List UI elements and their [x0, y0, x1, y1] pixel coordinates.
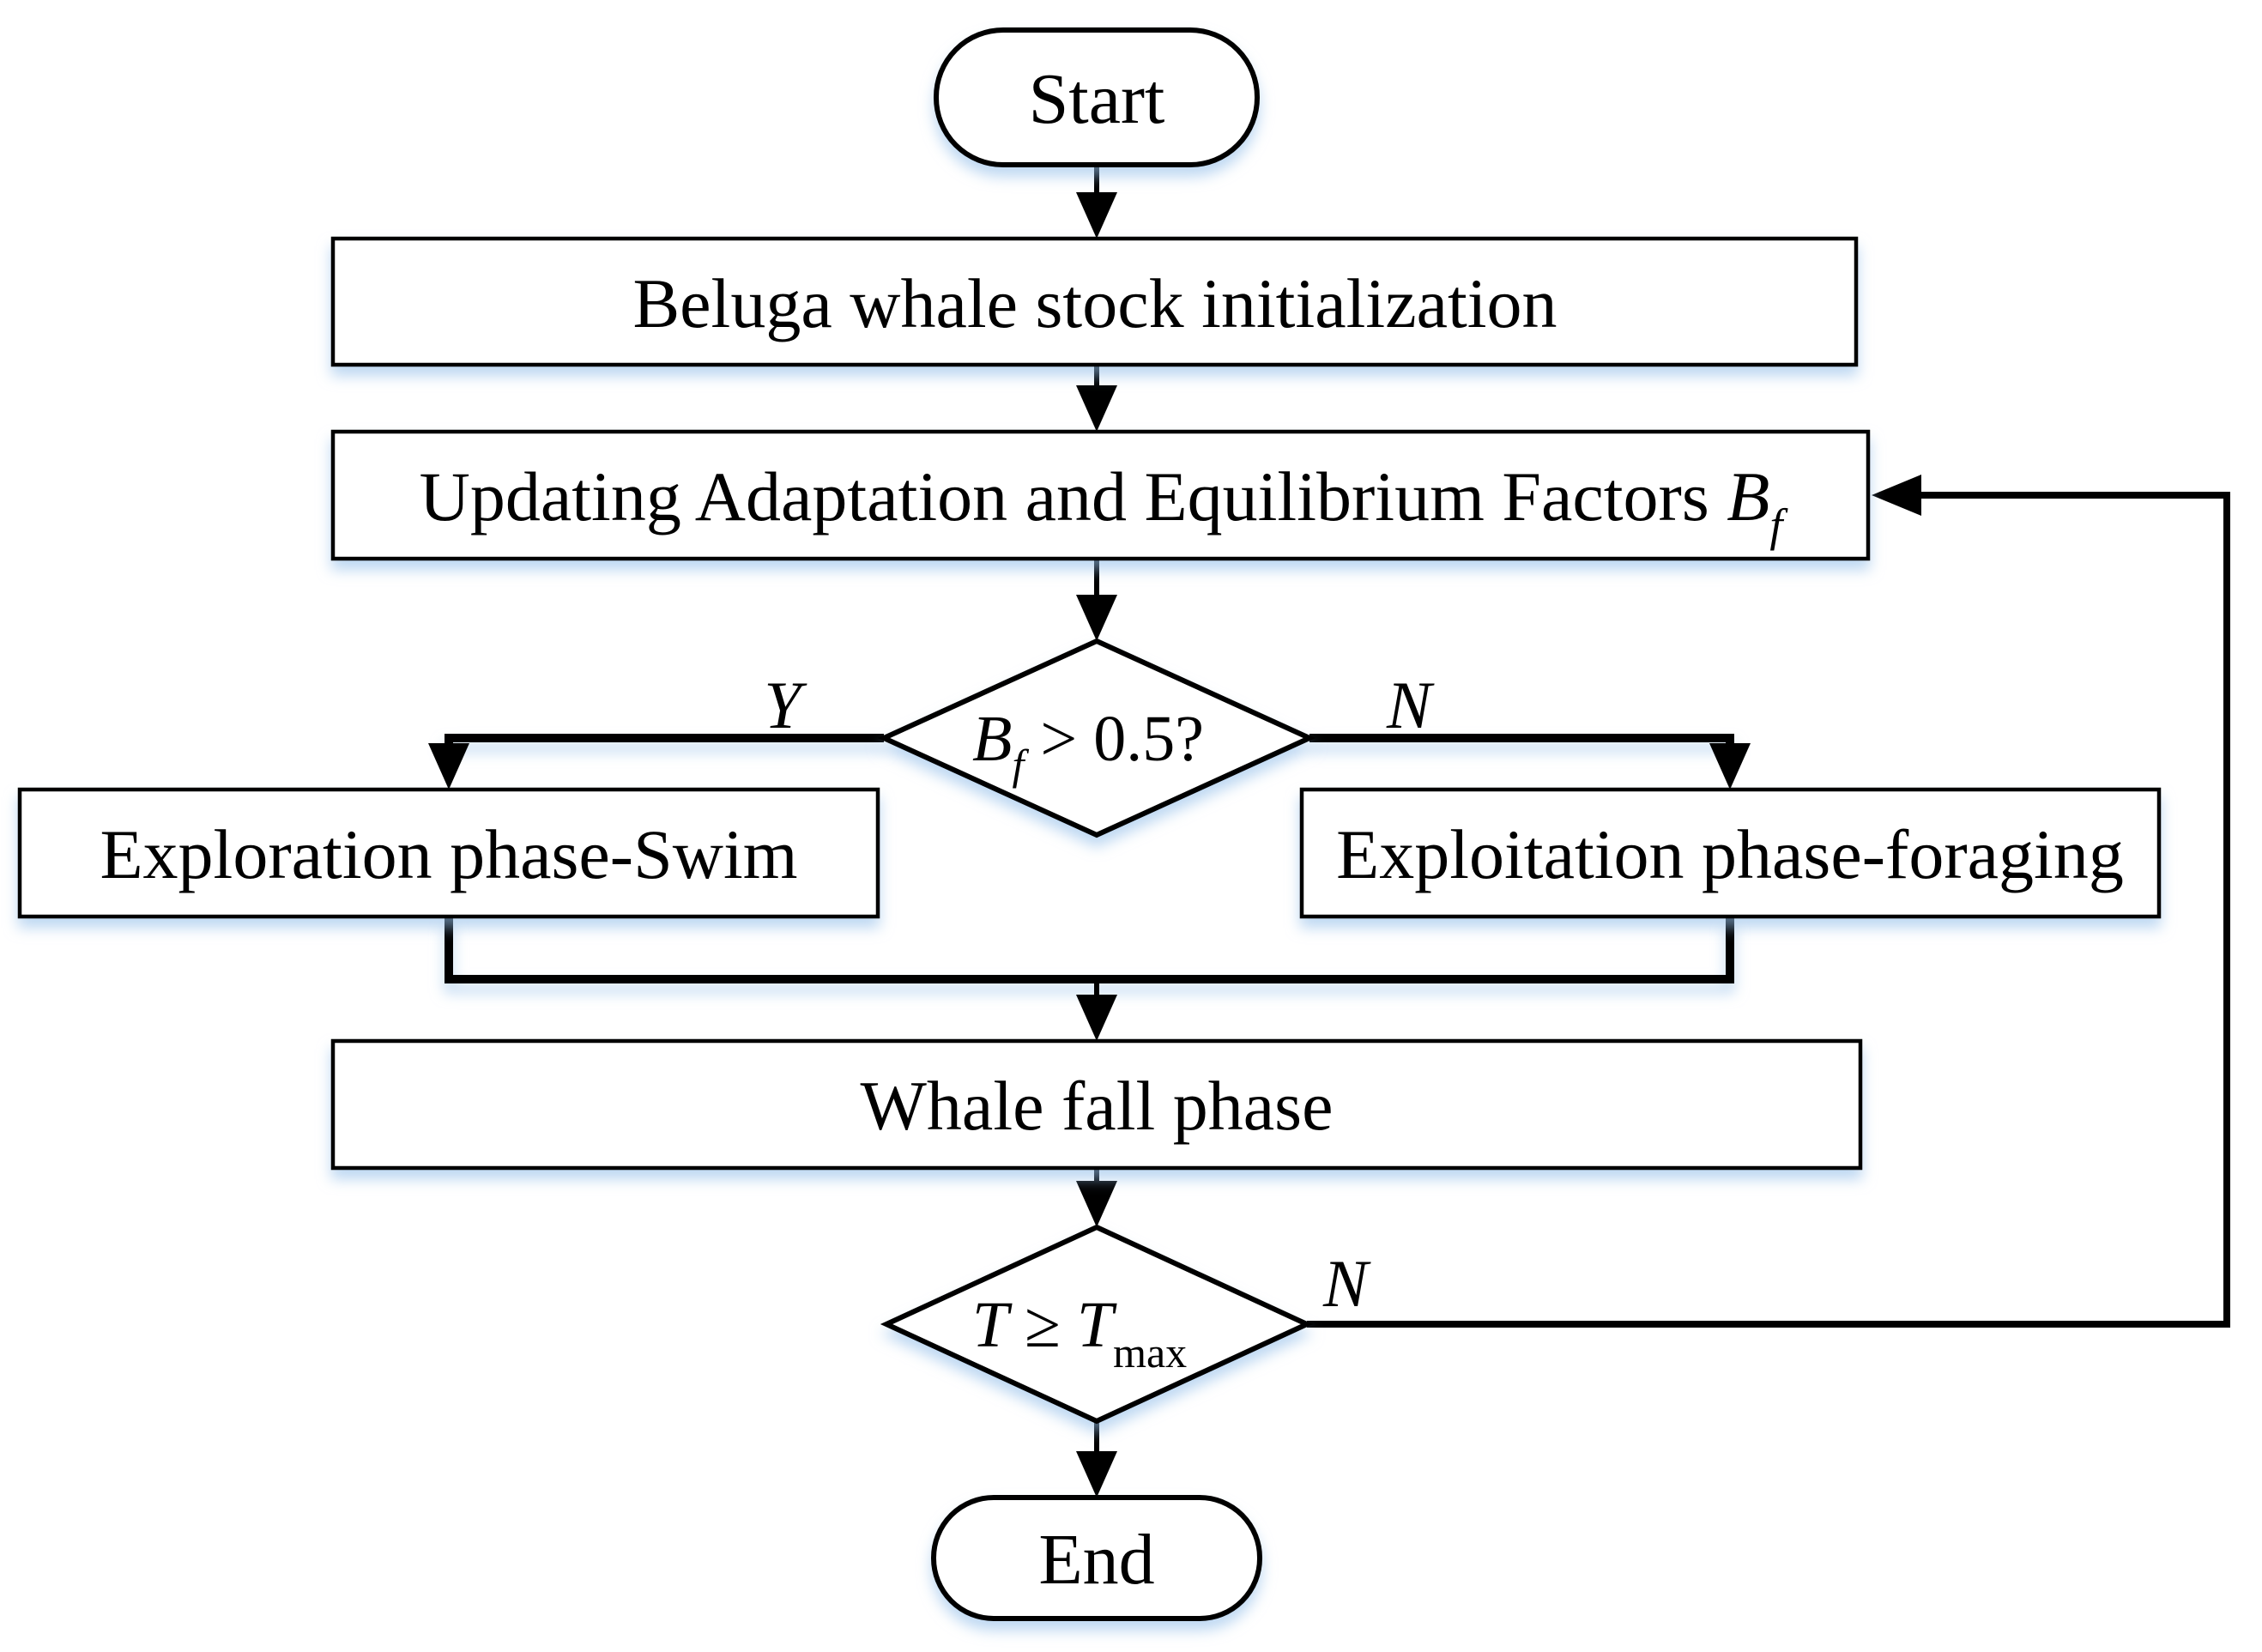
update-process-shape — [330, 429, 1871, 561]
edge-label-no-t: N — [1322, 1246, 1371, 1321]
decision-bf-diamond-shape — [877, 638, 1316, 838]
decision-bf-var: B — [972, 703, 1012, 775]
edge-merge-phases — [445, 917, 1734, 983]
node-update: Updating Adaptation and Equilibrium Fact… — [330, 429, 1871, 561]
node-exploration: Exploration phase-Swim — [17, 787, 880, 919]
start-terminator-shape — [934, 27, 1260, 167]
update-label: Updating Adaptation and Equilibrium Fact… — [420, 457, 1789, 551]
decision-t-operator: ≥ — [1008, 1289, 1077, 1361]
end-label: End — [1038, 1520, 1154, 1600]
edge-decision-bf-exploitation — [1309, 734, 1734, 747]
exploration-process-shape — [17, 787, 880, 919]
edge-label-no-bf: N — [1386, 668, 1435, 742]
decision-t-var2-sub: max — [1113, 1328, 1187, 1377]
node-exploitation: Exploitation phase-foraging — [1299, 787, 2162, 919]
exploration-label: Exploration phase-Swim — [100, 815, 797, 893]
node-decision-bf: Bf > 0.5? — [877, 638, 1316, 838]
decision-bf-label: Bf > 0.5? — [972, 703, 1204, 789]
node-init: Beluga whale stock initialization — [330, 236, 1859, 367]
decision-t-diamond-shape — [880, 1224, 1314, 1425]
init-label-text: Beluga whale stock initialization — [632, 264, 1557, 342]
update-label-var: B — [1727, 457, 1769, 536]
init-label: Beluga whale stock initialization — [632, 264, 1557, 342]
arrowhead-icon — [1076, 192, 1117, 239]
arrowhead-icon — [1076, 595, 1117, 641]
arrowhead-icon — [1709, 743, 1751, 790]
whale-fall-process-shape — [330, 1038, 1863, 1171]
whale-fall-label: Whale fall phase — [861, 1067, 1334, 1145]
arrowhead-icon — [1076, 385, 1117, 432]
arrowhead-icon — [428, 743, 469, 790]
edge-decision-bf-exploration — [445, 734, 884, 747]
exploitation-label-text: Exploitation phase-foraging — [1336, 815, 2124, 893]
edges-layer — [428, 165, 2230, 1498]
init-process-shape — [330, 236, 1859, 367]
start-label-text: Start — [1029, 59, 1165, 139]
end-label-text: End — [1038, 1520, 1154, 1600]
arrowhead-icon — [1076, 1451, 1117, 1498]
node-end: End — [931, 1495, 1262, 1621]
decision-t-label: T ≥ Tmax — [972, 1289, 1187, 1377]
arrowhead-icon — [1872, 475, 1921, 516]
exploitation-label: Exploitation phase-foraging — [1336, 815, 2124, 893]
update-label-prefix: Updating Adaptation and Equilibrium Fact… — [420, 457, 1727, 536]
nodes-layer: Start Beluga whale stock initialization … — [17, 27, 2162, 1621]
decision-t-var2: T — [1077, 1289, 1117, 1361]
exploration-label-text: Exploration phase-Swim — [100, 815, 797, 893]
arrowhead-icon — [1076, 995, 1117, 1041]
exploitation-process-shape — [1299, 787, 2162, 919]
edge-label-yes: Y — [764, 668, 807, 742]
whale-fall-label-text: Whale fall phase — [861, 1067, 1334, 1145]
arrowhead-icon — [1076, 1181, 1117, 1227]
node-whale-fall: Whale fall phase — [330, 1038, 1863, 1171]
decision-bf-condition: > 0.5? — [1024, 703, 1204, 775]
node-start: Start — [934, 27, 1260, 167]
decision-t-var1: T — [972, 1289, 1013, 1361]
edge-feedback-loop — [1307, 492, 2230, 1328]
start-label: Start — [1029, 59, 1165, 139]
node-decision-t: T ≥ Tmax — [880, 1224, 1314, 1425]
end-terminator-shape — [931, 1495, 1262, 1621]
